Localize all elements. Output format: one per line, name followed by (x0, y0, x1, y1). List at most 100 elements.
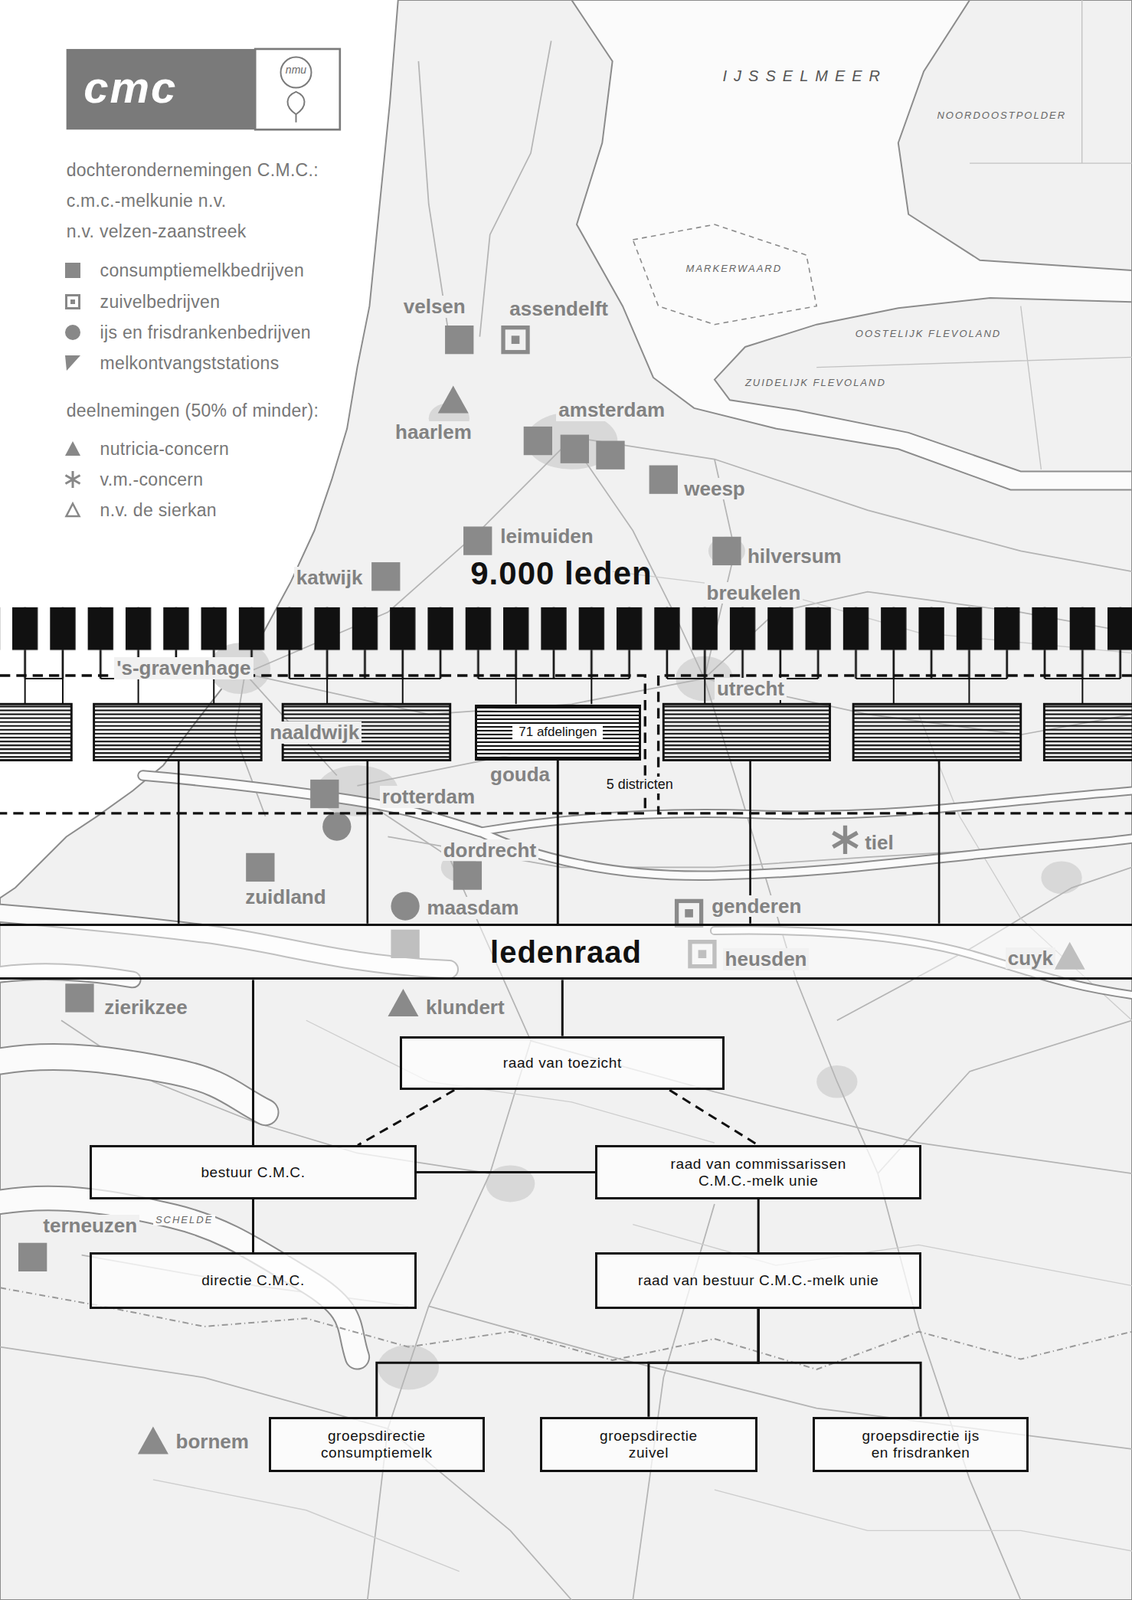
vm-marker (833, 825, 858, 854)
department-box: 71 afdelingen (474, 704, 642, 761)
city-areas (209, 402, 1082, 1390)
node-title: raad van toezicht (503, 1054, 622, 1072)
org-box: groepsdirectie zuivel (539, 1416, 758, 1473)
legend-swatch (63, 470, 82, 489)
planned-polder (632, 224, 817, 325)
region-name: IJSSELMEER (723, 67, 887, 85)
cheese-plant-marker (684, 909, 694, 918)
place-name: cuyk (1005, 947, 1056, 970)
city-areas (708, 536, 746, 566)
place-name: zuidland (242, 886, 328, 909)
department-box (853, 703, 1021, 760)
legend-heading: n.v. velzen-zaanstreek (66, 220, 247, 243)
cheese-plant-marker (677, 900, 702, 926)
city-areas (485, 1164, 535, 1202)
department-box (0, 703, 1132, 760)
legend-swatch (65, 355, 81, 371)
roads (0, 40, 1132, 1600)
legend-swatch (70, 299, 76, 305)
legend-text: ijs en frisdrankenbedrijven (100, 321, 311, 344)
legend-text: melkontvangststations (100, 352, 280, 374)
ice-cream-plant-marker (322, 811, 420, 920)
place-name: weesp (681, 477, 748, 501)
rivers (0, 775, 1132, 1358)
rivers (479, 791, 1132, 832)
node-title: groepsdirectie consumptiemelk (309, 1427, 444, 1462)
node-title: groepsdirectie zuivel (581, 1427, 716, 1462)
place-name: 's-gravenhage (114, 657, 253, 680)
legend-swatch (65, 503, 79, 517)
dairy-plant-marker (595, 441, 625, 470)
rivers (0, 775, 1132, 1358)
region-name: SCHELDE (153, 1214, 216, 1226)
place-name: utrecht (714, 677, 787, 701)
minor-roads (153, 571, 1132, 1572)
rivers (143, 775, 481, 832)
legend-text: zuivelbedrijven (100, 291, 221, 313)
org-box: groepsdirectie consumptiemelk (268, 1416, 486, 1473)
department-links (178, 760, 939, 924)
legend-swatch (65, 471, 80, 488)
region-name: NOORDOOSTPOLDER (936, 110, 1067, 122)
legend-swatch (63, 353, 82, 373)
node-title: raad van bestuur C.M.C.-melk unie (637, 1272, 879, 1290)
rivers (479, 791, 1132, 832)
legend-text: consumptiemelkbedrijven (100, 259, 305, 282)
region-name: OOSTELIJK FLEVOLAND (855, 328, 1002, 340)
region-name: ZUIDELIJK FLEVOLAND (745, 377, 887, 389)
place-name: dordrecht (441, 839, 539, 862)
department-box (1043, 703, 1132, 760)
council-band: ledenraad (0, 923, 1132, 980)
legend-swatch (65, 441, 81, 456)
node-title: ledenraad (490, 934, 642, 970)
region-name: MARKERWAARD (686, 263, 783, 275)
logo-text: nmu (285, 64, 307, 76)
place-name: terneuzen (40, 1214, 140, 1237)
place-name: heusden (723, 948, 810, 971)
dairy-plant-marker (463, 526, 492, 555)
connector (251, 1199, 255, 1253)
dairy-plant-marker (523, 426, 553, 455)
nutricia-marker (137, 1426, 169, 1455)
nutricia-marker (387, 988, 419, 1017)
node-title: raad van commissarissen C.M.C.-melk unie (631, 1155, 885, 1190)
place-name: naaldwijk (267, 721, 362, 744)
cheese-plant-marker (503, 327, 528, 353)
department-box (663, 703, 830, 760)
connector (648, 1308, 759, 1417)
node-title: bestuur C.M.C. (200, 1164, 305, 1182)
org-box: directie C.M.C. (89, 1252, 416, 1309)
org-box: groepsdirectie ijs en frisdranken (812, 1416, 1030, 1473)
node-title: 71 afdelingen (512, 723, 603, 741)
legend-text: n.v. de sierkan (100, 499, 217, 521)
district-label: 5 districten (603, 776, 677, 794)
place-name: klundert (423, 996, 508, 1019)
dairy-plant-marker (18, 325, 742, 1272)
city-areas (1040, 860, 1082, 894)
rivers (0, 775, 1132, 1358)
connector (561, 979, 564, 1036)
dairy-plant-marker (453, 860, 482, 890)
place-name: maasdam (424, 896, 521, 920)
legend-swatch (63, 439, 82, 459)
connector (251, 979, 255, 1146)
legend-heading: dochterondernemingen C.M.C.: (66, 159, 319, 181)
place-name: tiel (862, 831, 897, 854)
legend-text: nutricia-concern (100, 438, 230, 460)
roads (0, 1347, 572, 1600)
rivers (143, 775, 481, 832)
connector (758, 1308, 921, 1417)
place-name: breukelen (704, 582, 804, 605)
rivers (479, 831, 1132, 876)
minor-roads (153, 1479, 460, 1572)
connector (376, 1308, 759, 1417)
logo (255, 49, 341, 130)
org-box: bestuur C.M.C. (89, 1145, 416, 1200)
connector (757, 1199, 760, 1253)
place-name: rotterdam (379, 785, 478, 809)
org-box: raad van bestuur C.M.C.-melk unie (595, 1252, 922, 1309)
nutricia-marker (438, 386, 469, 414)
place-name: gouda (487, 763, 553, 786)
connector (357, 1089, 455, 1146)
legend-swatch (63, 292, 82, 311)
